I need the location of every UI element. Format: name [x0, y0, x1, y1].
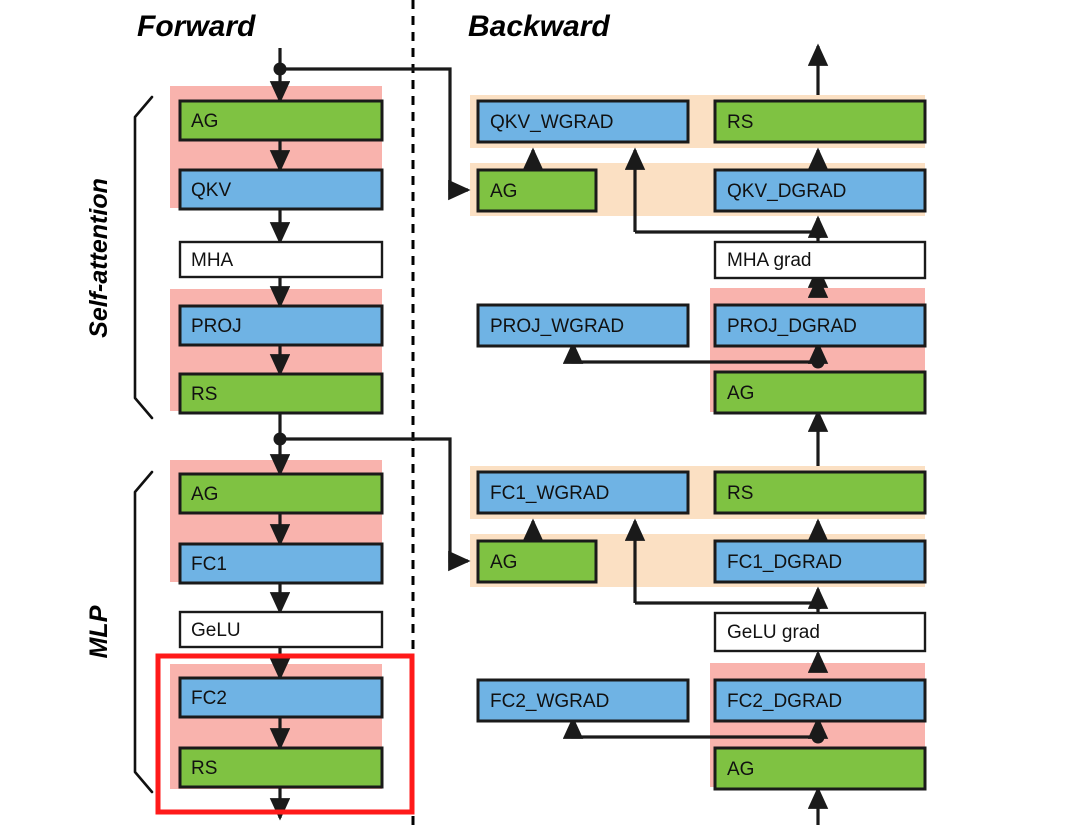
block-label: PROJ	[191, 316, 242, 337]
block-bwd-proj-wgrad[interactable]: PROJ_WGRAD	[476, 303, 690, 348]
block-fwd-ag-1[interactable]: AG	[178, 99, 384, 142]
block-label: GeLU	[191, 620, 241, 641]
block-bwd-fc1-wgrad[interactable]: FC1_WGRAD	[476, 470, 690, 515]
bwd-branch-projdgrad-wgrad	[562, 341, 818, 364]
backward-column: QKV_WGRAD RS AG QKV_DGRAD MHA grad PROJ_…	[476, 99, 927, 791]
block-label: AG	[727, 759, 754, 780]
block-label: MHA	[191, 250, 234, 271]
block-label: RS	[191, 384, 217, 405]
block-fwd-ag-2[interactable]: AG	[178, 472, 384, 515]
bwd-junction-fc2dgrad	[811, 730, 825, 744]
block-label: RS	[727, 112, 753, 133]
fwd-link-to-bwd-ag1	[280, 67, 471, 201]
block-label: QKV	[191, 180, 231, 201]
block-label: AG	[191, 484, 218, 505]
block-fwd-qkv[interactable]: QKV	[178, 168, 384, 211]
group-label-mlp: MLP	[85, 605, 113, 658]
block-bwd-ag-4[interactable]: AG	[713, 746, 927, 791]
block-label: GeLU grad	[727, 622, 820, 643]
block-label: FC2	[191, 688, 227, 709]
block-label: RS	[727, 483, 753, 504]
block-label: PROJ_WGRAD	[490, 316, 624, 337]
bwd-junction-projdgrad	[811, 355, 825, 369]
block-label: MHA grad	[727, 250, 811, 271]
block-bwd-ag-2[interactable]: AG	[713, 370, 927, 415]
block-label: FC2_DGRAD	[727, 691, 842, 712]
block-fwd-fc1[interactable]: FC1	[178, 542, 384, 585]
block-bwd-proj-dgrad[interactable]: PROJ_DGRAD	[713, 303, 927, 348]
block-fwd-mha[interactable]: MHA	[178, 240, 384, 279]
block-bwd-fc2-dgrad[interactable]: FC2_DGRAD	[713, 678, 927, 723]
block-fwd-gelu[interactable]: GeLU	[178, 610, 384, 649]
block-fwd-fc2[interactable]: FC2	[178, 676, 384, 719]
block-bwd-fc1-dgrad[interactable]: FC1_DGRAD	[713, 539, 927, 584]
block-bwd-ag-1[interactable]: AG	[476, 168, 598, 213]
block-label: AG	[191, 111, 218, 132]
highlight-rect-fc2-rs	[155, 653, 415, 815]
bwd-junction-mhagrad	[811, 225, 825, 239]
header-backward: Backward	[468, 10, 610, 43]
block-label: AG	[490, 181, 517, 202]
backward-connectors	[522, 43, 829, 825]
block-label: FC1_WGRAD	[490, 483, 609, 504]
block-bwd-qkv-dgrad[interactable]: QKV_DGRAD	[713, 168, 927, 213]
block-label: RS	[191, 758, 217, 779]
group-label-self-attention: Self-attention	[85, 178, 113, 338]
block-label: FC2_WGRAD	[490, 691, 609, 712]
fwd-junction-mlp	[273, 432, 287, 446]
block-fwd-rs-1[interactable]: RS	[178, 372, 384, 415]
block-label: FC1_DGRAD	[727, 552, 842, 573]
block-fwd-proj[interactable]: PROJ	[178, 304, 384, 347]
bwd-junction-gelugrad	[811, 596, 825, 610]
block-label: AG	[727, 383, 754, 404]
header-forward: Forward	[137, 10, 256, 43]
block-label: AG	[490, 552, 517, 573]
block-label: QKV_WGRAD	[490, 112, 614, 133]
block-bwd-rs-2[interactable]: RS	[713, 470, 927, 515]
block-bwd-fc2-wgrad[interactable]: FC2_WGRAD	[476, 678, 690, 723]
group-bracket-self-attention	[133, 95, 154, 420]
bwd-branch-fc2dgrad-wgrad	[562, 716, 818, 739]
block-label: FC1	[191, 554, 227, 575]
block-bwd-qkv-wgrad[interactable]: QKV_WGRAD	[476, 99, 690, 144]
block-fwd-rs-2[interactable]: RS	[178, 746, 384, 789]
block-bwd-rs-1[interactable]: RS	[713, 99, 927, 144]
block-bwd-ag-3[interactable]: AG	[476, 539, 598, 584]
fwd-junction-selfattn	[273, 62, 287, 76]
group-bracket-mlp	[133, 470, 154, 794]
block-label: PROJ_DGRAD	[727, 316, 857, 337]
block-label: QKV_DGRAD	[727, 181, 846, 202]
forward-column: AG QKV MHA PROJ RS AG FC1 GeLU	[178, 99, 384, 789]
fwd-link-to-bwd-ag3	[280, 437, 471, 572]
forward-connectors	[269, 48, 471, 821]
block-bwd-gelu-grad[interactable]: GeLU grad	[713, 611, 927, 653]
block-bwd-mha-grad[interactable]: MHA grad	[713, 240, 927, 280]
